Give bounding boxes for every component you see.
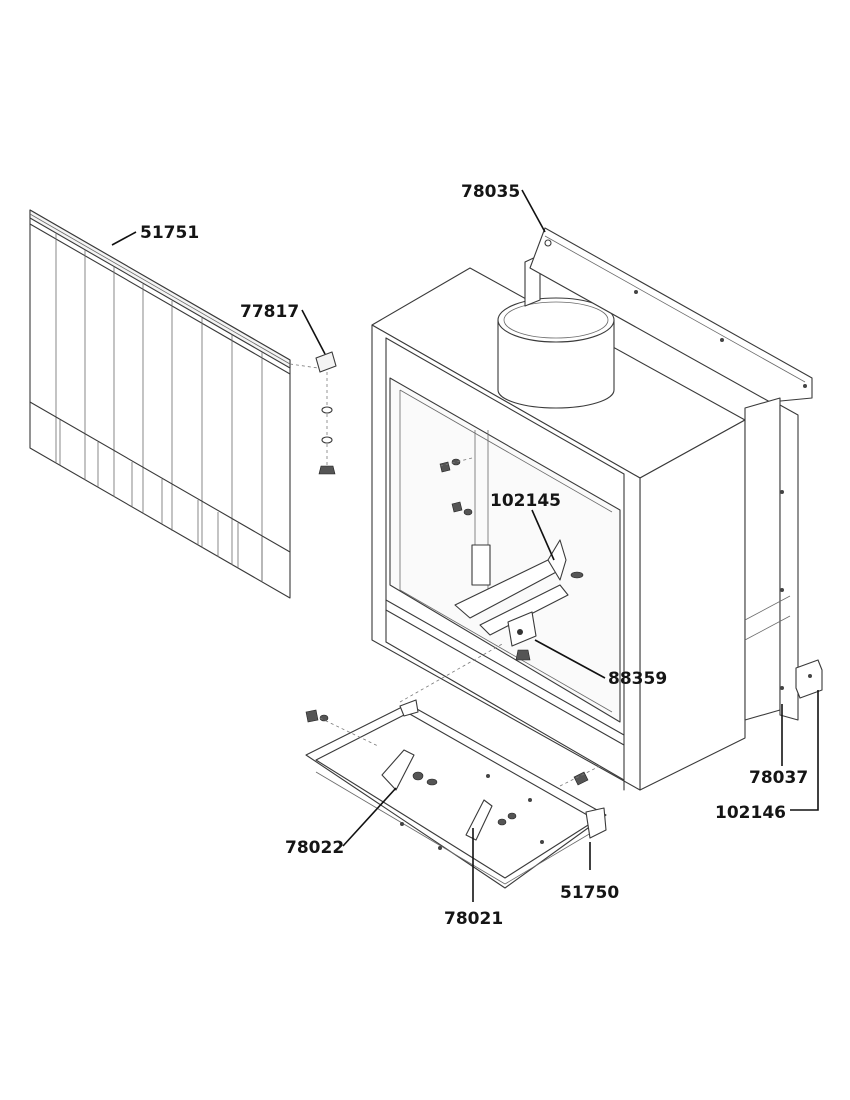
callout-51750: 51750 — [560, 883, 619, 903]
callout-88359: 88359 — [608, 669, 667, 689]
bracket-hardware-stack — [289, 351, 337, 475]
callout-78037: 78037 — [749, 768, 808, 788]
side-strip — [795, 659, 823, 699]
callout-77817: 77817 — [240, 302, 299, 322]
alignment-line — [399, 642, 505, 703]
callout-51751: 51751 — [140, 223, 199, 243]
wall-fasteners — [439, 457, 473, 516]
side-panel — [744, 397, 799, 721]
callout-78035: 78035 — [461, 182, 520, 202]
top-flange — [529, 227, 813, 403]
callout-78021: 78021 — [444, 909, 503, 929]
callout-78022: 78022 — [285, 838, 344, 858]
grate-support — [454, 539, 584, 661]
louver-panel — [29, 209, 291, 599]
flue-collar — [497, 254, 615, 409]
callout-102146: 102146 — [715, 803, 786, 823]
callout-102145: 102145 — [490, 491, 561, 511]
callout-leaders — [111, 189, 819, 902]
base-frame — [305, 699, 607, 889]
